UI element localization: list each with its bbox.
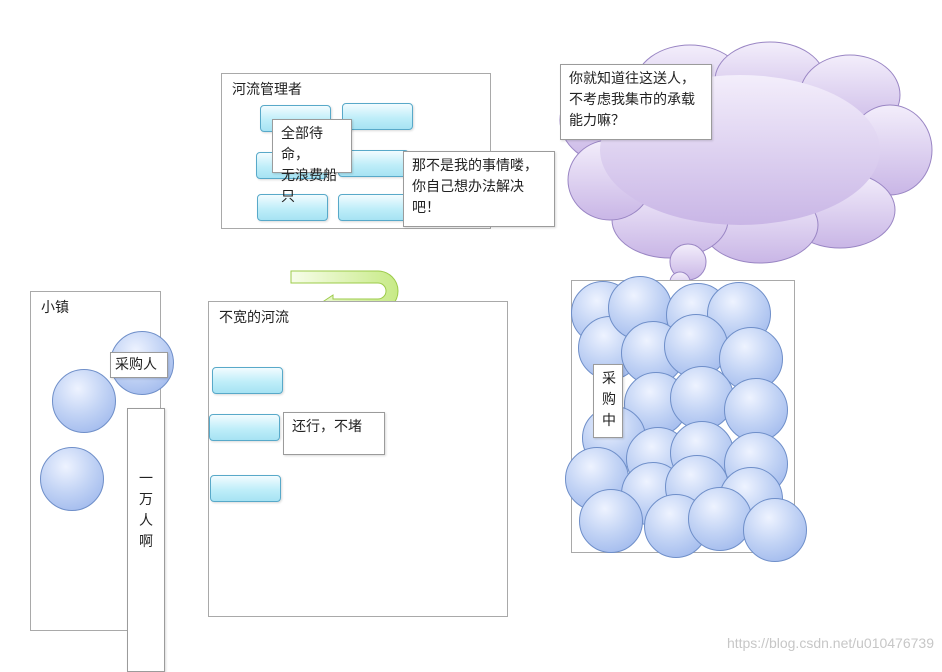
- boat: [210, 475, 281, 502]
- thought-text: 你就知道往这送人， 不考虑我集市的承载 能力嘛？: [560, 64, 712, 140]
- river-manager-title: 河流管理者: [232, 82, 302, 98]
- buying-label: 采 购 中: [593, 364, 623, 438]
- circle-person: [743, 498, 807, 562]
- town-title: 小镇: [41, 300, 69, 316]
- note-traffic-ok: 还行，不堵: [283, 412, 385, 455]
- circle-person: [40, 447, 104, 511]
- circle-person: [670, 366, 734, 430]
- boat: [212, 367, 283, 394]
- population-label: 一 万 人 啊: [127, 408, 165, 672]
- river-title: 不宽的河流: [219, 310, 289, 326]
- river-frame: 不宽的河流: [208, 301, 508, 617]
- boat: [338, 194, 409, 221]
- boat: [342, 103, 413, 130]
- boat: [257, 194, 328, 221]
- circle-person: [688, 487, 752, 551]
- circle-person: [579, 489, 643, 553]
- buyer-label: 采购人: [110, 352, 168, 378]
- boat: [209, 414, 280, 441]
- note-all-standby: 全部待命， 无浪费船只: [272, 119, 352, 205]
- note-not-my-business: 那不是我的事情喽， 你自己想办法解决吧！: [403, 151, 555, 227]
- watermark: https://blog.csdn.net/u010476739: [726, 635, 934, 651]
- circle-person: [52, 369, 116, 433]
- circle-person: [724, 378, 788, 442]
